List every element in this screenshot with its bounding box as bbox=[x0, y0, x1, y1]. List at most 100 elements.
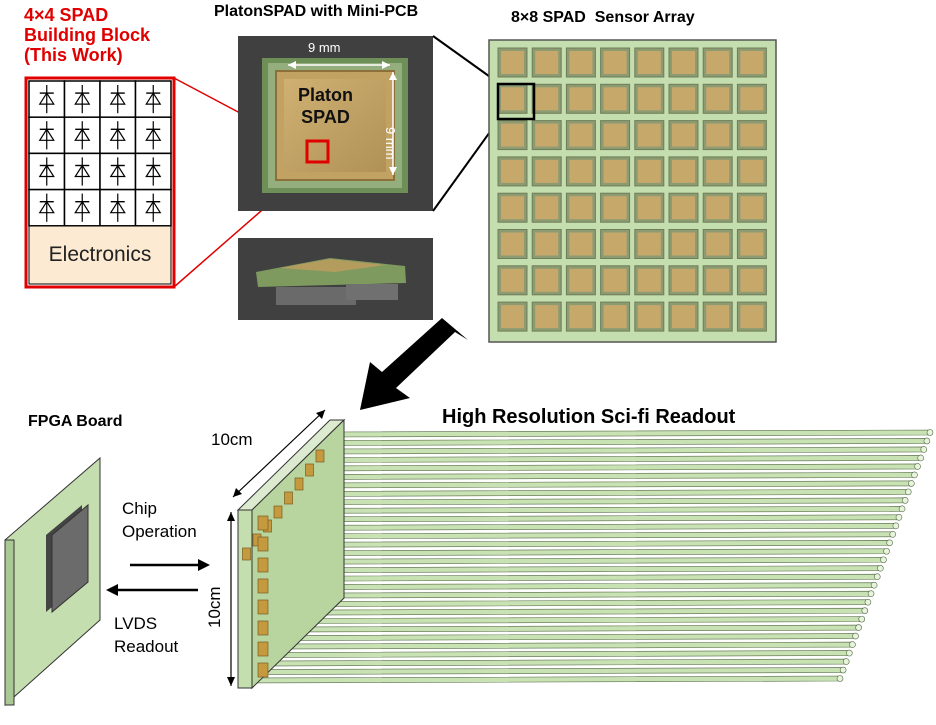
dim-10cm-top-line bbox=[232, 409, 326, 498]
platonspad-top-photo bbox=[238, 36, 433, 211]
array-cell-die bbox=[740, 196, 764, 220]
fiber-end bbox=[867, 590, 875, 597]
fiber bbox=[285, 564, 884, 574]
fpga-chip bbox=[51, 503, 89, 614]
dim-10cm-side-arrow-a bbox=[227, 512, 235, 521]
height-arrow-top bbox=[389, 72, 397, 80]
fiber bbox=[271, 607, 869, 616]
array-cell-die bbox=[637, 159, 661, 183]
fiber-end bbox=[873, 573, 881, 581]
array-cell-die bbox=[535, 87, 559, 111]
fiber bbox=[302, 514, 903, 523]
spad-cell-14 bbox=[63, 188, 101, 227]
spad-cell-2 bbox=[63, 80, 101, 118]
readout-board-front bbox=[237, 509, 253, 689]
fiber-end bbox=[852, 632, 859, 640]
array-cell-die bbox=[535, 123, 559, 147]
fiber-end bbox=[898, 505, 906, 513]
fiber bbox=[299, 522, 900, 531]
diode-symbol-icon bbox=[38, 200, 55, 214]
array-cell-die bbox=[672, 268, 695, 292]
array-cell-die bbox=[740, 268, 764, 292]
spad-cell-1 bbox=[28, 80, 66, 118]
fiber bbox=[263, 632, 859, 641]
array-cell-die bbox=[706, 305, 730, 329]
front-chip bbox=[257, 557, 269, 573]
spad-cell-4 bbox=[134, 80, 172, 118]
fiber bbox=[252, 666, 847, 675]
array-cell-die bbox=[569, 305, 593, 329]
fiber bbox=[307, 497, 909, 506]
spad-cell-11 bbox=[99, 152, 137, 191]
array-cell-die bbox=[637, 196, 661, 220]
fiber bbox=[304, 505, 906, 514]
fiber-end bbox=[861, 607, 869, 614]
array-cell-die bbox=[501, 51, 524, 74]
dim-10cm-side-arrow-b bbox=[227, 677, 235, 686]
fiber bbox=[291, 547, 890, 557]
diode-symbol-icon bbox=[74, 164, 91, 178]
fiber bbox=[313, 480, 915, 489]
array-cell-die bbox=[672, 87, 695, 111]
fiber-end bbox=[839, 666, 847, 674]
diode-symbol-icon bbox=[38, 128, 55, 141]
array-cell-die bbox=[740, 305, 764, 329]
platonspad-side-photo bbox=[238, 238, 433, 320]
top-row-chip bbox=[315, 449, 325, 463]
array-cell-die bbox=[637, 123, 661, 147]
fiber bbox=[255, 658, 850, 667]
fiber-end bbox=[877, 564, 884, 572]
array-cell-die bbox=[501, 305, 524, 329]
fiber-end bbox=[908, 480, 915, 487]
array-cell-die bbox=[535, 51, 559, 74]
array-cell-die bbox=[501, 159, 524, 183]
fiber-end bbox=[923, 437, 931, 445]
side-connector bbox=[276, 287, 356, 305]
fiber-end bbox=[892, 522, 900, 530]
fpga-board bbox=[4, 456, 101, 707]
array-cell-die bbox=[569, 159, 593, 183]
array-cell-die bbox=[740, 87, 764, 111]
fiber bbox=[282, 573, 881, 582]
building-block-label: 4×4 SPAD Building Block (This Work) bbox=[24, 5, 150, 65]
side-connector-2 bbox=[346, 284, 398, 300]
spad-cell-13 bbox=[28, 188, 66, 227]
array-cell-die bbox=[706, 51, 730, 74]
array-cell-die bbox=[637, 87, 661, 111]
array-cell-die bbox=[706, 123, 730, 147]
array-cell-die bbox=[535, 159, 559, 183]
array-cell-die bbox=[637, 268, 661, 292]
front-chip bbox=[257, 641, 269, 657]
array-cell-die bbox=[637, 232, 661, 256]
array-cell-die bbox=[603, 305, 627, 329]
building-block-marker bbox=[305, 139, 330, 164]
array-cell-die bbox=[535, 268, 559, 292]
spad-cell-10 bbox=[63, 152, 101, 191]
fiber-end bbox=[889, 530, 897, 538]
front-chip bbox=[257, 599, 269, 615]
fiber bbox=[326, 437, 931, 446]
fiber-end bbox=[880, 556, 887, 564]
array-cell-die bbox=[706, 232, 730, 256]
array-cell-die bbox=[706, 159, 730, 183]
array-cell-die bbox=[672, 51, 695, 74]
array-cell-die bbox=[569, 123, 593, 147]
fiber bbox=[277, 590, 875, 599]
spad-cell-6 bbox=[63, 116, 101, 155]
width-arrow-right bbox=[382, 61, 390, 69]
top-row-chip bbox=[284, 491, 293, 505]
readout-spad-chips bbox=[242, 449, 325, 678]
fiber-end bbox=[904, 488, 912, 496]
fiber-end bbox=[914, 463, 921, 470]
fiber bbox=[315, 471, 918, 480]
front-chip bbox=[257, 515, 269, 531]
array-cell-die bbox=[603, 268, 627, 292]
diode-symbol-icon bbox=[109, 128, 126, 141]
array-selected-cell-marker bbox=[496, 82, 536, 121]
array-cell-die bbox=[706, 87, 730, 111]
top-row-chip bbox=[305, 463, 314, 477]
array-cell-die bbox=[603, 196, 627, 220]
array-cell-die bbox=[706, 268, 730, 292]
fiber-end bbox=[836, 675, 844, 682]
